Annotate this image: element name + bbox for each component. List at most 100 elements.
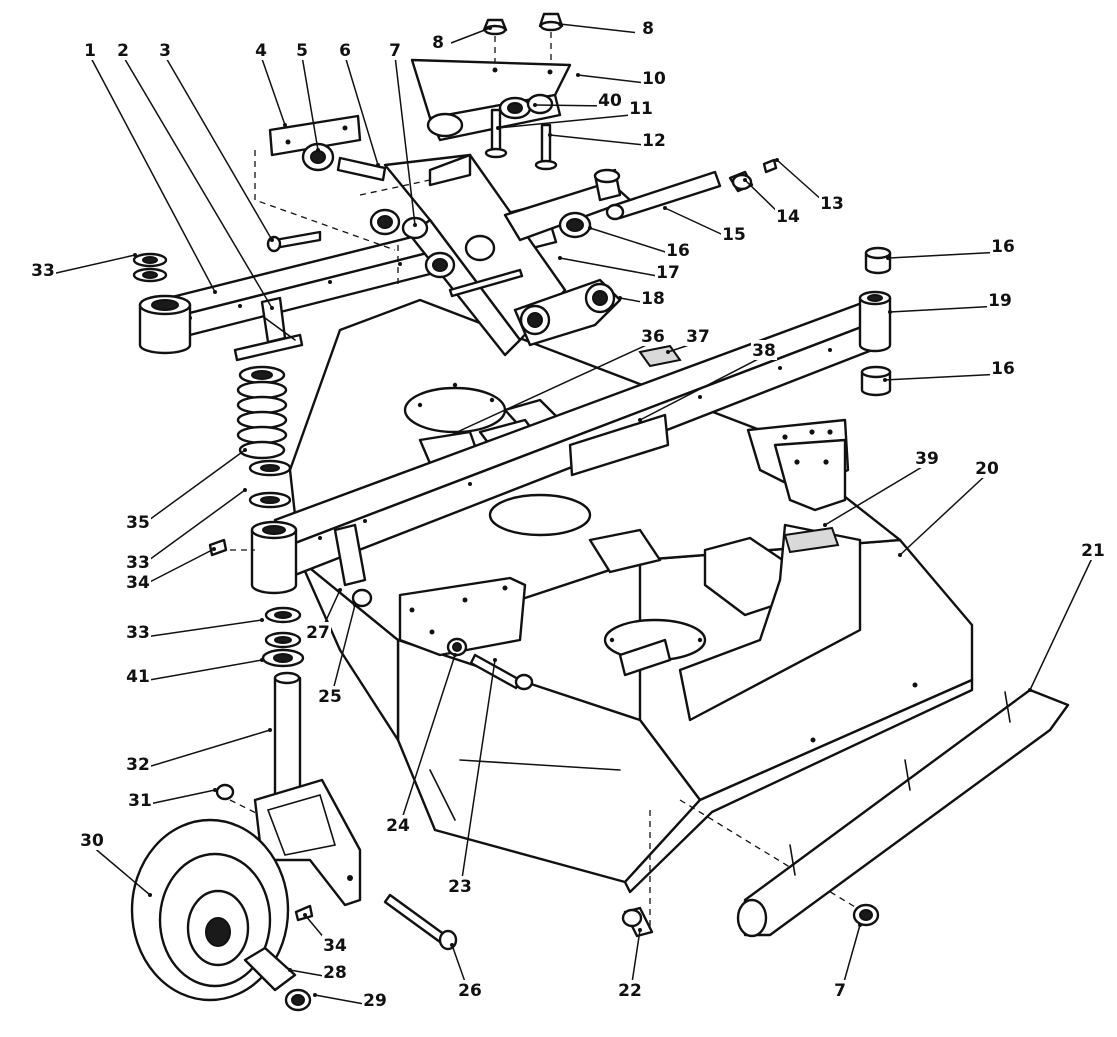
front-cross-beam	[250, 290, 892, 595]
callout-leader-tip	[1028, 688, 1032, 692]
callout-c7: 7	[382, 40, 417, 227]
callout-c13: 13	[775, 158, 845, 214]
callout-c1: 1	[77, 40, 217, 294]
callout-label-bg	[125, 666, 151, 686]
callout-c36: 36	[453, 326, 666, 435]
callout-number: 16	[666, 241, 690, 261]
callout-number: 33	[31, 261, 55, 281]
callout-leader	[137, 449, 246, 529]
callout-number: 35	[126, 513, 150, 533]
callout-c24: 24	[385, 653, 457, 836]
callout-leader-tip	[666, 350, 670, 354]
callout-c18: 18	[618, 288, 666, 309]
callout-number: 13	[820, 194, 844, 214]
callout-label-bg	[125, 552, 151, 572]
callout-number: 32	[126, 755, 150, 775]
callout-leader	[899, 473, 988, 556]
callout-leader-tip	[488, 26, 492, 30]
callout-leader	[89, 55, 216, 293]
callout-leader-tip	[260, 658, 264, 662]
callout-number: 5	[296, 41, 308, 61]
callout-number: 31	[128, 791, 152, 811]
callout-leader-tip	[133, 253, 137, 257]
callout-label-bg	[382, 40, 408, 60]
callout-leader	[459, 659, 496, 893]
callout-number: 12	[642, 131, 666, 151]
callout-label-bg	[655, 262, 681, 282]
clip-bracket	[260, 296, 296, 344]
callout-leader	[549, 134, 655, 147]
callout-leader-tip	[212, 547, 216, 551]
callout-leader	[164, 55, 273, 241]
deck-brackets	[418, 398, 862, 722]
callout-number: 39	[915, 449, 939, 469]
callout-c28: 28	[288, 962, 348, 983]
callout-label-bg	[721, 224, 747, 244]
deck-housing	[288, 298, 974, 894]
spring-stack	[236, 365, 292, 509]
pivot-shaft	[605, 158, 778, 221]
callout-label-bg	[332, 40, 358, 60]
bolt-23-washer-24	[446, 637, 534, 691]
callout-leader	[394, 55, 416, 226]
callout-number: 4	[255, 41, 267, 61]
washers-top-left	[132, 252, 168, 283]
callout-number: 41	[126, 667, 150, 687]
callout-label-bg	[385, 815, 411, 835]
callout-c37: 37	[666, 326, 711, 354]
callout-label-bg	[597, 90, 623, 110]
callout-leader	[260, 55, 286, 126]
callout-c21: 21	[1028, 540, 1106, 692]
callout-c6: 6	[332, 40, 380, 167]
callout-c20: 20	[898, 458, 1000, 557]
callout-leader-tip	[260, 618, 264, 622]
callout-leader-tip	[243, 448, 247, 452]
callout-leader-tip	[270, 238, 274, 242]
callout-c27: 27	[305, 588, 342, 643]
callout-c16c: 16	[883, 358, 1016, 382]
callout-label-bg	[317, 686, 343, 706]
callout-leader-tip	[743, 178, 747, 182]
callout-c23: 23	[447, 658, 497, 897]
callout-number: 20	[975, 459, 999, 479]
callout-label-bg	[362, 990, 388, 1010]
callout-c34b: 34	[303, 913, 348, 956]
callout-leader-tip	[883, 378, 887, 382]
callout-number: 7	[389, 41, 401, 61]
callout-number: 33	[126, 553, 150, 573]
callout-leader-tip	[886, 256, 890, 260]
callout-leader	[344, 55, 379, 166]
callout-c34a: 34	[125, 547, 216, 593]
callout-c2: 2	[110, 40, 274, 310]
callout-number: 37	[686, 327, 710, 347]
callout-c22: 22	[617, 928, 643, 1001]
callout-number: 23	[448, 877, 472, 897]
callout-leader	[137, 489, 246, 569]
callout-leader-tip	[148, 893, 152, 897]
callout-number: 40	[598, 91, 622, 111]
callout-c4: 4	[248, 40, 287, 127]
callout-label-bg	[640, 326, 666, 346]
callout-label-bg	[425, 32, 451, 52]
callout-leader-tip	[353, 603, 357, 607]
callout-label-bg	[990, 358, 1016, 378]
callout-number: 8	[642, 19, 654, 39]
callout-number: 1	[84, 41, 96, 61]
callout-leader	[137, 619, 263, 639]
callout-leader-tip	[558, 22, 562, 26]
callout-leader-tip	[453, 653, 457, 657]
callout-label-bg	[685, 326, 711, 346]
callout-leader-tip	[898, 553, 902, 557]
callout-leader-tip	[450, 943, 454, 947]
callout-leader-tip	[338, 588, 342, 592]
callout-label-bg	[1080, 540, 1106, 560]
callout-leader	[137, 729, 271, 771]
callout-label-bg	[322, 935, 348, 955]
callout-label-bg	[640, 288, 666, 308]
caster-assembly	[130, 671, 458, 1012]
callout-label-bg	[635, 18, 661, 38]
callout-leader-tip	[413, 223, 417, 227]
callout-c12: 12	[548, 130, 667, 151]
callout-leader	[301, 55, 319, 151]
